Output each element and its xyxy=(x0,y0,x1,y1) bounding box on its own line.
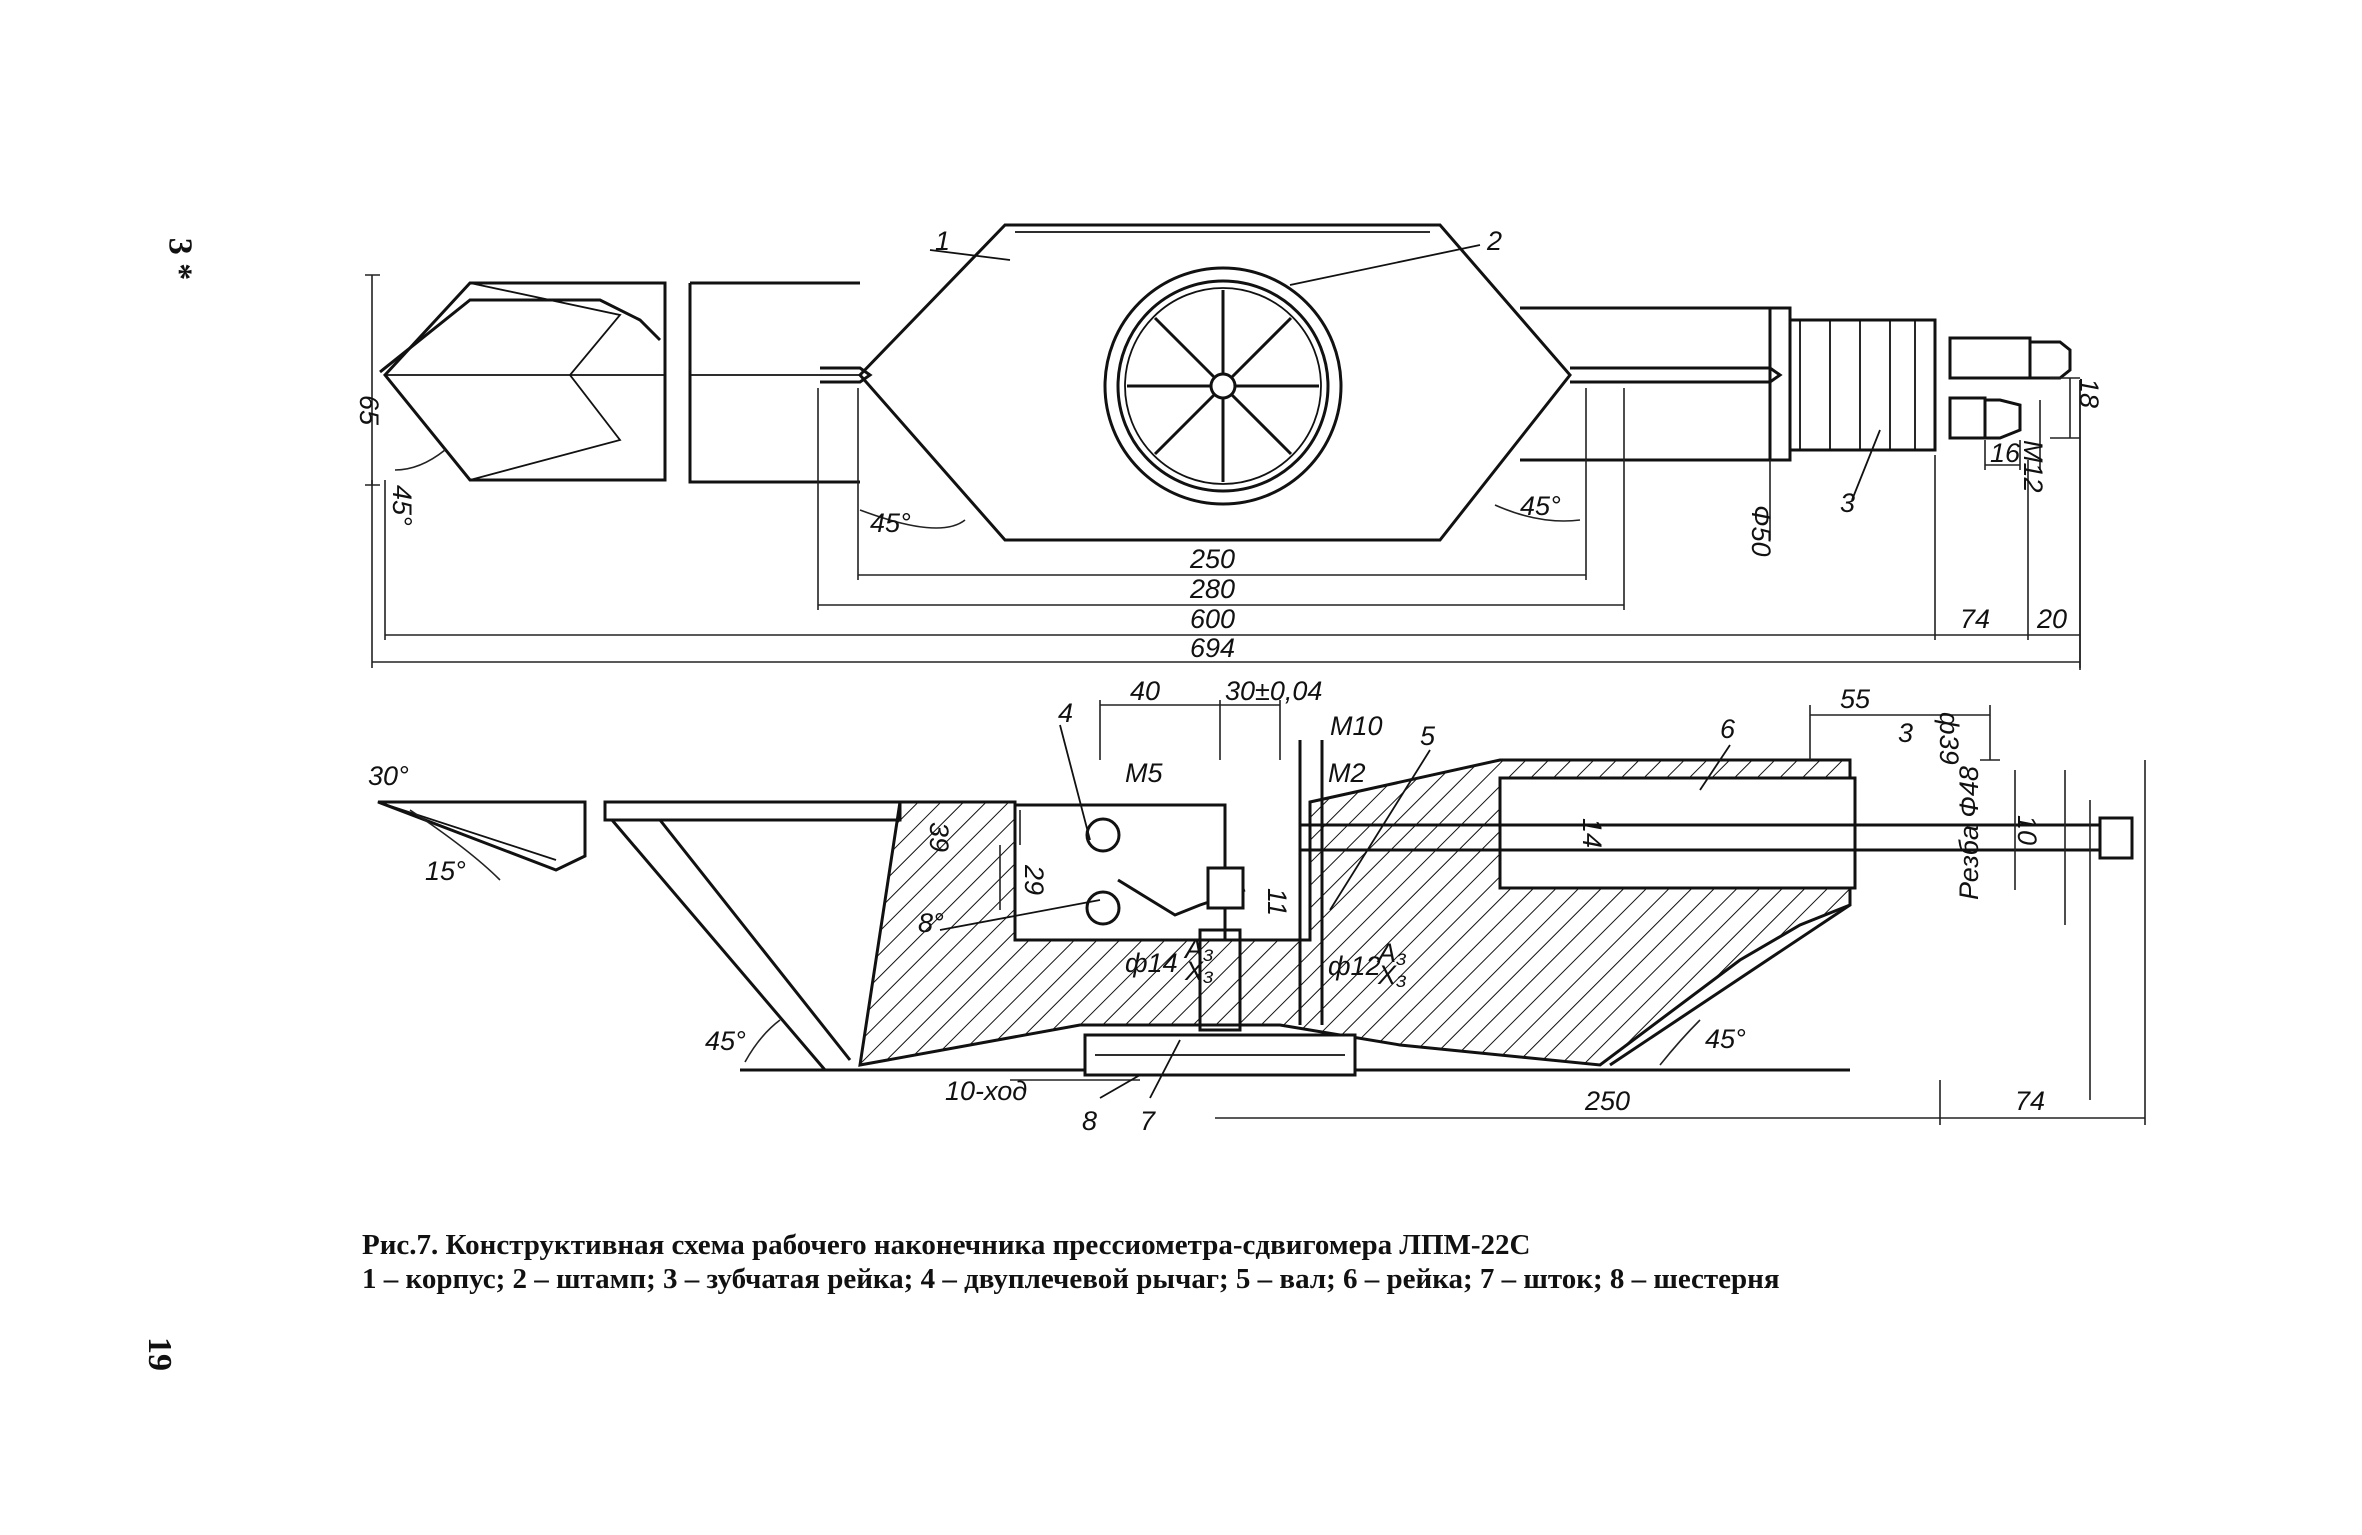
dim-m12: М12 xyxy=(2018,440,2048,493)
label-part-2: 2 xyxy=(1486,226,1502,256)
caption-title: Рис.7. Конструктивная схема рабочего нак… xyxy=(362,1229,1531,1261)
fit-a3-left: A₃ xyxy=(1183,934,1214,964)
dim-45-left: 45° xyxy=(387,485,417,526)
stroke-10: 10-ход xyxy=(945,1076,1027,1106)
dim-45-mid-left: 45° xyxy=(870,508,911,538)
dim-55: 55 xyxy=(1840,684,1871,714)
dim-3: 3 xyxy=(1898,718,1913,748)
dim-20: 20 xyxy=(2036,604,2067,634)
dim-m2: М2 xyxy=(1328,758,1366,788)
dim-694: 694 xyxy=(1190,633,1235,663)
dim-14: 14 xyxy=(1577,818,1607,848)
label-part-4: 4 xyxy=(1058,698,1073,728)
dim-phi50: Ф50 xyxy=(1746,505,1776,557)
dim-65: 65 xyxy=(354,395,384,426)
dim-10: 10 xyxy=(2012,815,2042,845)
dim-74: 74 xyxy=(1960,604,1990,634)
dim-8deg: 8° xyxy=(918,908,944,938)
dim-phi39: ф39 xyxy=(1934,712,1964,765)
label-part-8: 8 xyxy=(1082,1106,1097,1136)
dim-30-tolerance: 30±0,04 xyxy=(1225,676,1322,706)
dim-45-section-right: 45° xyxy=(1705,1024,1746,1054)
dim-11: 11 xyxy=(1262,888,1292,916)
page-number: 19 xyxy=(141,1337,178,1371)
dim-15deg: 15° xyxy=(425,856,466,886)
label-part-1: 1 xyxy=(935,226,950,256)
dim-74-section: 74 xyxy=(2015,1086,2045,1116)
dim-m5: М5 xyxy=(1125,758,1163,788)
dim-40: 40 xyxy=(1130,676,1160,706)
dim-45-section-left: 45° xyxy=(705,1026,746,1056)
dim-250-section: 250 xyxy=(1584,1086,1630,1116)
dim-16: 16 xyxy=(1990,438,2021,468)
thread-phi48: Резба Ф48 xyxy=(1954,766,1984,900)
dim-39: 39 xyxy=(924,822,954,852)
dim-600: 600 xyxy=(1190,604,1235,634)
dim-18: 18 xyxy=(2074,378,2104,408)
dim-phi12: ф12 xyxy=(1328,951,1381,981)
fit-x3-left: X₃ xyxy=(1184,956,1214,986)
dim-30deg: 30° xyxy=(368,761,409,791)
label-part-5: 5 xyxy=(1420,721,1436,751)
dim-phi14: ф14 xyxy=(1125,948,1178,978)
dim-250: 250 xyxy=(1189,544,1235,574)
dim-45-mid-right: 45° xyxy=(1520,491,1561,521)
dim-280: 280 xyxy=(1189,574,1235,604)
side-mark: 3 * xyxy=(161,237,199,281)
label-part-6: 6 xyxy=(1720,714,1736,744)
label-part-3: 3 xyxy=(1840,488,1855,518)
caption-legend: 1 – корпус; 2 – штамп; 3 – зубчатая рейк… xyxy=(362,1263,1780,1295)
label-part-7: 7 xyxy=(1140,1106,1156,1136)
dim-m10: М10 xyxy=(1330,711,1383,741)
fit-a3-right: A₃ xyxy=(1376,938,1407,968)
section-view: 30° 15° 45° 45° 40 30±0,04 М10 М5 М2 4 5… xyxy=(368,676,2146,1136)
top-view: 1 2 3 65 45° 45° 45° Ф50 18 16 М12 250 2… xyxy=(354,223,2104,670)
dim-29: 29 xyxy=(1019,864,1049,895)
figure-caption: Рис.7. Конструктивная схема рабочего нак… xyxy=(362,1228,2162,1296)
fit-x3-right: X₃ xyxy=(1377,960,1407,990)
